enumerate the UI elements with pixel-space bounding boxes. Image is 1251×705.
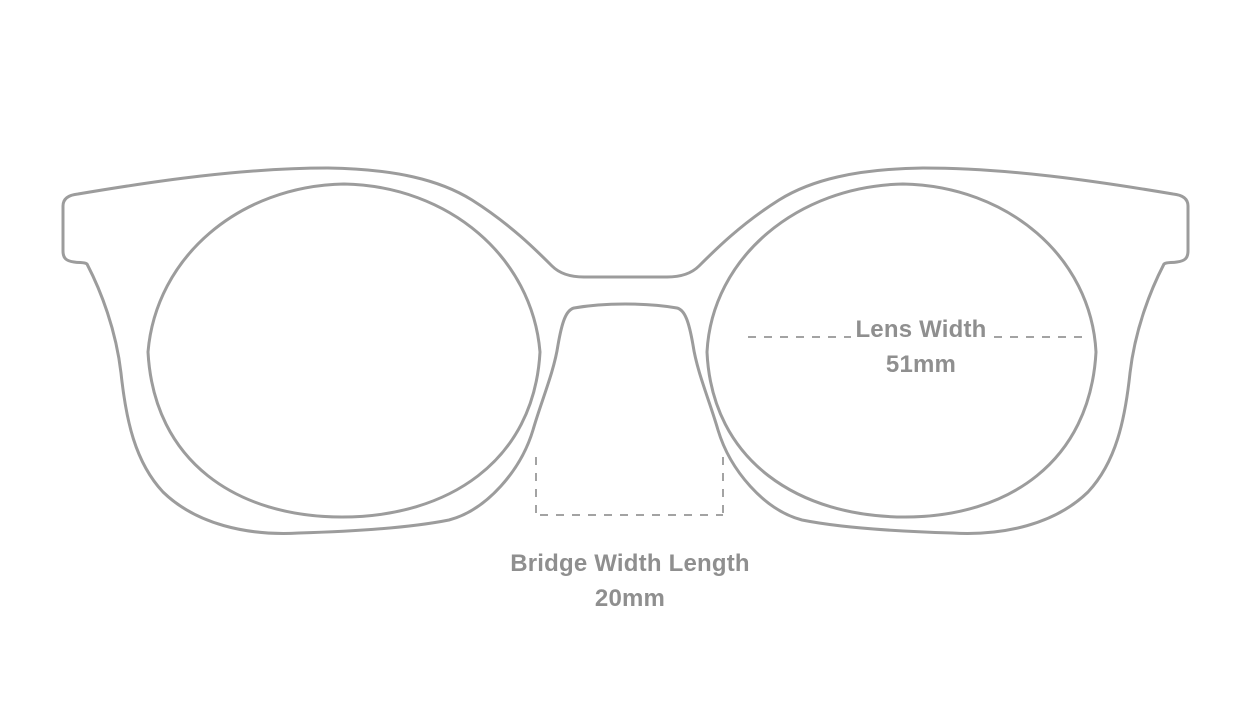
bridge-width-title: Bridge Width Length <box>510 550 750 577</box>
lens-width-label: Lens Width 51mm <box>771 312 1071 382</box>
bridge-width-label: Bridge Width Length 20mm <box>480 546 780 616</box>
frame-outline <box>61 166 1190 535</box>
right-lens-outline <box>705 182 1098 519</box>
lens-width-title: Lens Width <box>855 316 987 343</box>
left-lens-outline <box>146 182 542 519</box>
lens-width-value: 51mm <box>885 351 957 378</box>
bridge-width-value: 20mm <box>594 585 666 612</box>
bridge-width-bracket <box>535 457 724 516</box>
